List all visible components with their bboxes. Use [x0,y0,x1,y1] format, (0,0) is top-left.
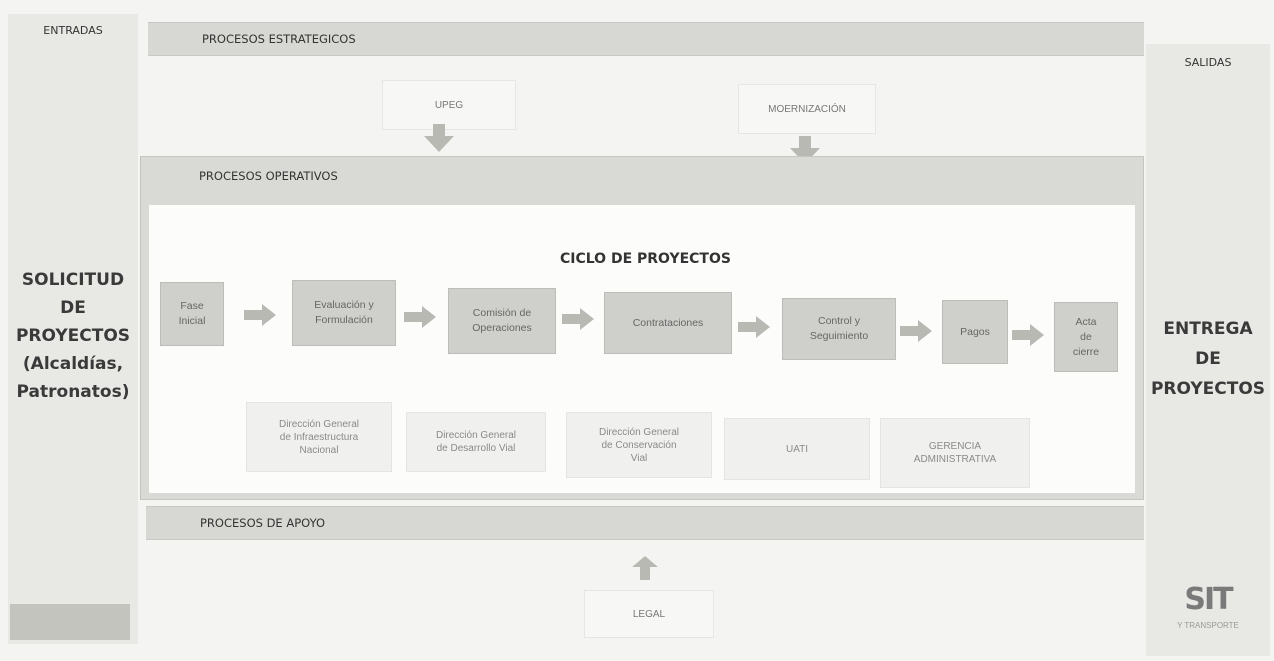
dept-line: Vial [630,452,648,464]
stage-fase-inicial: Fase Inicial [160,282,224,346]
stage-line: Contrataciones [632,316,704,329]
right-arrow-icon [738,316,770,338]
dept-desarrollo-vial: Dirección General de Desarrollo Vial [406,412,546,472]
inputs-line: (Alcaldías, [22,354,124,374]
support-processes-label: PROCESOS DE APOYO [200,516,326,530]
inputs-line: DE [60,298,86,318]
inputs-header: ENTRADAS [43,24,103,37]
stage-line: Seguimiento [809,330,869,342]
right-arrow-icon [900,320,932,342]
strategic-processes-label: PROCESOS ESTRATEGICOS [202,32,356,46]
inputs-text: SOLICITUD DE PROYECTOS (Alcaldías, Patro… [8,266,138,406]
strategic-processes-band: PROCESOS ESTRATEGICOS [148,22,1144,56]
stage-line: de [1080,330,1092,343]
inputs-column: ENTRADAS SOLICITUD DE PROYECTOS (Alcaldí… [8,14,138,644]
support-processes-band: PROCESOS DE APOYO [146,506,1144,540]
dept-line: Dirección General [278,418,360,430]
stage-control-seguimiento: Control y Seguimiento [782,298,896,360]
dept-line: GERENCIA [928,441,982,452]
stage-comision-operaciones: Comisión de Operaciones [448,288,556,354]
stage-line: Operaciones [472,322,532,334]
dept-line: UATI [785,443,809,455]
outputs-text: ENTREGA DE PROYECTOS [1146,314,1270,404]
inputs-line: SOLICITUD [21,270,125,290]
stage-line: cierre [1072,345,1100,358]
dept-line: Dirección General [598,426,680,438]
outputs-line: ENTREGA [1163,319,1253,339]
right-arrow-icon [404,306,436,328]
logo-subtitle: Y TRANSPORTE [1177,621,1239,630]
right-arrow-icon [244,304,276,326]
outputs-line: DE [1195,349,1221,369]
stage-line: Evaluación y [314,299,374,311]
dept-line: de Infraestructura [279,431,359,443]
upeg-box: UPEG [382,80,516,130]
modernizacion-box: MOERNIZACIÓN [738,84,876,134]
inputs-line: Patronatos) [16,382,130,402]
stage-line: Fase [180,300,204,312]
down-arrow-icon [424,124,454,152]
dept-line: de Desarrollo Vial [436,443,516,454]
stage-evaluacion-formulacion: Evaluación y Formulación [292,280,396,346]
stage-line: Pagos [960,325,990,338]
upeg-label: UPEG [434,99,464,111]
dept-line: Dirección General [435,430,517,441]
outputs-column: SALIDAS ENTREGA DE PROYECTOS SIT Y TRANS… [1146,44,1270,656]
right-arrow-icon [1012,324,1044,346]
dept-gerencia-administrativa: GERENCIA ADMINISTRATIVA [880,418,1030,488]
right-arrow-icon [562,308,594,330]
stage-acta-cierre: Acta de cierre [1054,302,1118,372]
stage-pagos: Pagos [942,300,1008,364]
up-arrow-icon [632,556,658,580]
project-cycle-title: CICLO DE PROYECTOS [560,251,731,267]
dept-infraestructura-nacional: Dirección General de Infraestructura Nac… [246,402,392,472]
legal-label: LEGAL [632,608,666,620]
legal-box: LEGAL [584,590,714,638]
stage-line: Acta [1075,315,1097,328]
down-arrow-icon [790,136,820,164]
stage-line: Comisión de [472,307,532,319]
outputs-line: PROYECTOS [1150,379,1266,399]
operational-processes-label: PROCESOS OPERATIVOS [199,169,338,183]
dept-uati: UATI [724,418,870,480]
stage-line: Formulación [315,314,373,326]
stage-line: Control y [817,315,860,327]
dept-line: Nacional [299,444,339,456]
logo-mark: SIT [1184,582,1233,617]
dept-conservacion-vial: Dirección General de Conservación Vial [566,412,712,478]
modernizacion-label: MOERNIZACIÓN [768,103,846,115]
dept-line: de Conservación [601,439,677,451]
inputs-line: PROYECTOS [15,326,131,346]
stage-line: Inicial [178,315,206,327]
bottom-left-logo [10,604,130,640]
sit-logo: SIT Y TRANSPORTE [1146,582,1270,630]
stage-contrataciones: Contrataciones [604,292,732,354]
dept-line: ADMINISTRATIVA [913,454,997,465]
outputs-header: SALIDAS [1184,56,1232,69]
